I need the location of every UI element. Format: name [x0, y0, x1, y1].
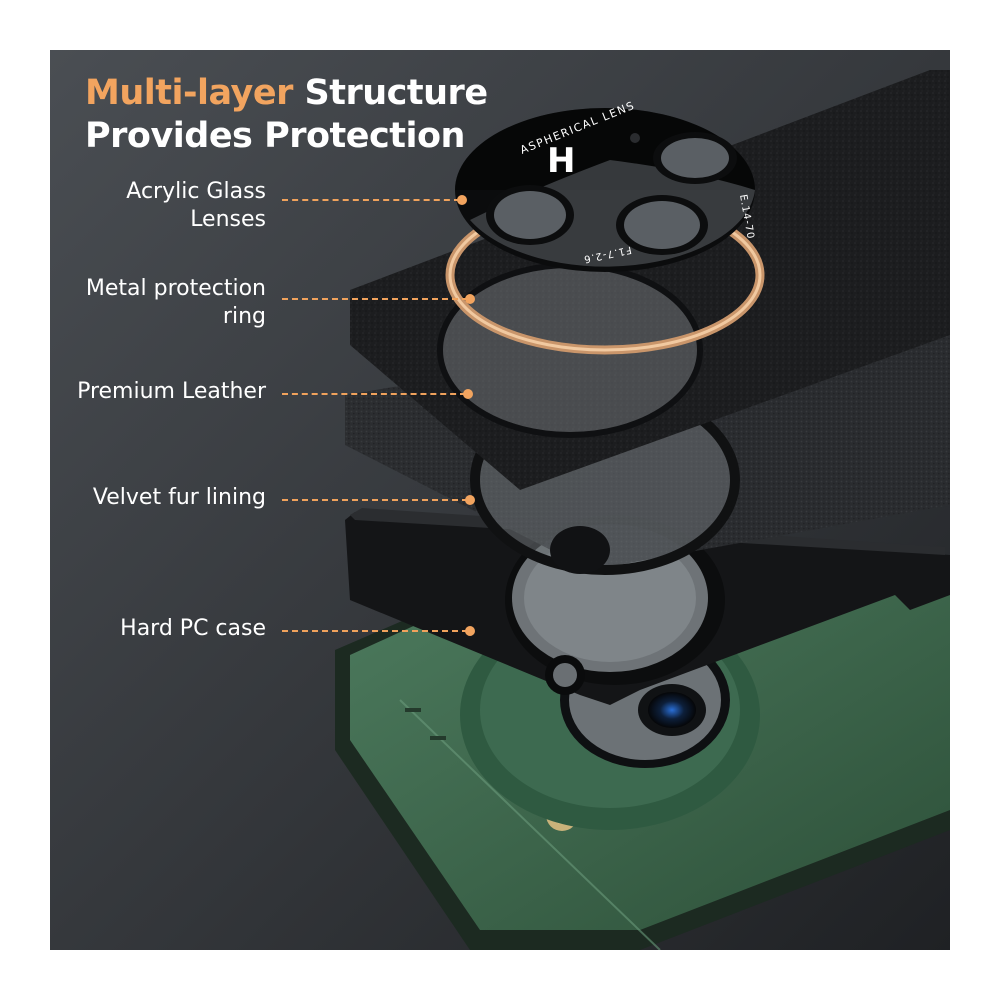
title-line1-rest: Structure [292, 73, 489, 113]
callout-premium-leather: Premium Leather [77, 378, 266, 406]
callout-text-line: Metal protection [85, 276, 266, 301]
callout-dot [465, 294, 475, 304]
title-line2: Provides Protection [85, 116, 465, 156]
product-infographic: ASPHERICAL LENS H F1.7-2.6 E.14-70 Multi… [50, 50, 950, 950]
callout-text-line: ring [222, 304, 266, 329]
acrylic-glass-lens-cover: ASPHERICAL LENS H F1.7-2.6 E.14-70 [455, 99, 756, 272]
callout-dot [457, 195, 467, 205]
callout-text-line: Lenses [190, 207, 266, 232]
callout-dot [465, 495, 475, 505]
callout-dot [465, 626, 475, 636]
exploded-layers-illustration: ASPHERICAL LENS H F1.7-2.6 E.14-70 [50, 50, 950, 950]
callout-acrylic-glass-lenses: Acrylic Glass Lenses [126, 178, 266, 234]
callout-leader-line [282, 499, 468, 501]
page-title: Multi-layer Structure Provides Protectio… [85, 72, 488, 158]
callout-leader-line [282, 199, 460, 201]
callout-hard-pc-case: Hard PC case [120, 615, 266, 643]
callout-leader-line [282, 630, 468, 632]
lens-logo: H [547, 141, 575, 181]
callout-text-line: Hard PC case [120, 616, 266, 641]
title-accent: Multi-layer [85, 73, 293, 113]
callout-text-line: Acrylic Glass [126, 179, 266, 204]
callout-dot [463, 389, 473, 399]
callout-leader-line [282, 298, 468, 300]
callout-text-line: Premium Leather [77, 379, 266, 404]
callout-text-line: Velvet fur lining [92, 485, 266, 510]
callout-leader-line [282, 393, 466, 395]
callout-metal-protection-ring: Metal protection ring [86, 275, 266, 331]
callout-velvet-fur-lining: Velvet fur lining [93, 484, 266, 512]
